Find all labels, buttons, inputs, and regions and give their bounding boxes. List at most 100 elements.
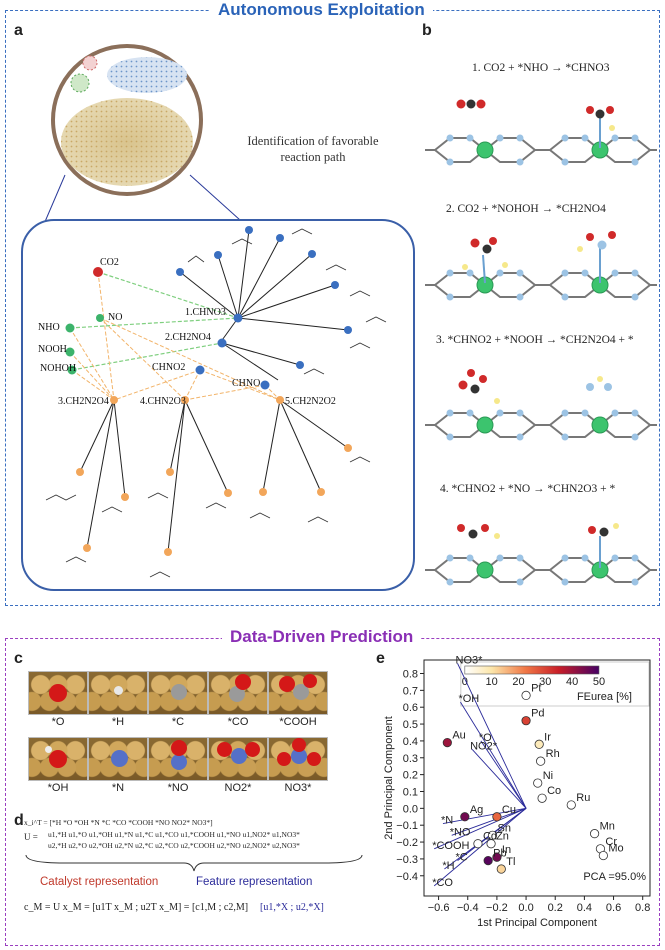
node-label-nohoh: NOHOH xyxy=(40,363,77,374)
label-no2: NO2* xyxy=(224,782,252,794)
label-oh: *OH xyxy=(47,782,69,794)
node-label-no: NO xyxy=(108,312,123,323)
metal-label: Ag xyxy=(470,804,483,816)
node-label-chno: CHNO xyxy=(232,378,261,389)
loading-vector xyxy=(434,807,527,850)
x-tick-label: 0.8 xyxy=(635,902,650,914)
metal-point xyxy=(483,856,493,866)
metal-point xyxy=(496,864,506,874)
reaction-2: 2. CO2 + *NOHOH → *CH2NO4 xyxy=(446,203,606,215)
loading-label: NO3* xyxy=(456,654,484,666)
metal-point xyxy=(537,793,547,803)
metal-point xyxy=(598,850,608,861)
metal-label: In xyxy=(502,844,511,856)
equation-u2-row: u2,*H u2,*O u2,*OH u2,*N u2,*C u2,*CO u2… xyxy=(48,841,300,850)
metal-label: Au xyxy=(452,730,465,742)
metal-point xyxy=(566,800,576,810)
colorbar-tick-label: 0 xyxy=(462,676,468,688)
equation-u-vector: [u1,*X ; u2,*X] xyxy=(260,902,324,913)
y-tick-label: 0.1 xyxy=(403,786,418,798)
metal-label: Zn xyxy=(496,831,509,843)
metal-point xyxy=(521,690,531,701)
loading-label: *H xyxy=(442,860,454,872)
label-c: *C xyxy=(171,716,185,728)
metal-label: Co xyxy=(547,785,561,797)
panel-label-e: e xyxy=(376,650,385,667)
x-axis-label: 1st Principal Component xyxy=(477,917,597,929)
metal-point xyxy=(486,839,496,849)
node-label-ch2no4: 2.CH2NO4 xyxy=(165,332,211,343)
tile-co xyxy=(208,671,268,715)
loading-vector xyxy=(442,807,527,824)
metal-point xyxy=(492,812,502,822)
colorbar-tick-label: 10 xyxy=(486,676,498,688)
loading-vector xyxy=(451,807,527,836)
node-label-chno2: CHNO2 xyxy=(152,362,186,373)
loading-label: NO2* xyxy=(470,740,498,752)
metal-point xyxy=(460,812,470,822)
x-tick-label: −0.6 xyxy=(428,902,450,914)
section-title-autonomous: Autonomous Exploitation xyxy=(210,0,433,20)
loading-label: *C xyxy=(456,852,468,864)
x-tick-label: −0.2 xyxy=(486,902,508,914)
label-n: *N xyxy=(111,782,125,794)
x-tick-label: 0.0 xyxy=(518,902,533,914)
brace-graphic xyxy=(25,854,363,872)
label-no3: NO3* xyxy=(284,782,312,794)
tile-oh xyxy=(28,737,88,781)
y-tick-label: 0.5 xyxy=(403,719,418,731)
section-title-data-driven: Data-Driven Prediction xyxy=(222,627,422,647)
metal-label: Cd xyxy=(483,831,497,843)
pca-annotation: PCA =95.0% xyxy=(583,871,646,883)
adsorption-structures xyxy=(425,99,657,587)
equation-u-label: U = xyxy=(24,832,38,842)
metal-label: Tl xyxy=(506,856,515,868)
loading-label: *NO xyxy=(450,826,471,838)
metal-point xyxy=(473,839,483,849)
metal-label: Mn xyxy=(600,821,615,833)
reaction-network-illustration xyxy=(21,44,415,591)
metal-point xyxy=(534,739,544,749)
y-tick-label: 0.4 xyxy=(403,736,418,748)
colorbar-tick-label: 50 xyxy=(593,676,605,688)
metal-label: Ru xyxy=(576,792,590,804)
y-tick-label: −0.4 xyxy=(396,871,418,883)
node-label-chn2o3: 4.CHN2O3 xyxy=(140,396,186,407)
loading-vector xyxy=(471,749,527,809)
colorbar-label: FEurea [%] xyxy=(577,691,632,703)
y-tick-label: −0.2 xyxy=(396,837,418,849)
colorbar-tick-label: 30 xyxy=(539,676,551,688)
tile-o xyxy=(28,671,88,715)
metal-label: Ni xyxy=(543,770,553,782)
metal-point xyxy=(442,738,452,748)
y-tick-label: 0.3 xyxy=(403,753,418,765)
label-h: *H xyxy=(111,716,125,728)
metal-point xyxy=(533,778,543,788)
metal-label: Ir xyxy=(544,731,551,743)
loading-label: *OH xyxy=(458,693,479,705)
metal-point xyxy=(492,852,502,862)
node-label-co2: CO2 xyxy=(100,257,119,268)
y-tick-label: 0.7 xyxy=(403,685,418,697)
loading-label: *O xyxy=(479,732,492,744)
loading-label: *N xyxy=(441,815,453,827)
node-label-nooh: NOOH xyxy=(38,344,67,355)
equation-u1-row: u1,*H u1,*O u1,*OH u1,*N u1,*C u1,*CO u1… xyxy=(48,830,300,839)
metal-label: Sn xyxy=(498,822,511,834)
metal-label: Mo xyxy=(608,843,623,855)
node-label-ch2n2o2: 5.CH2N2O2 xyxy=(285,396,336,407)
tile-h xyxy=(88,671,148,715)
loading-label: *CO xyxy=(432,877,453,889)
loading-label: *COOH xyxy=(432,840,469,852)
label-co: *CO xyxy=(227,716,249,728)
metal-point xyxy=(536,756,546,766)
panel-label-c: c xyxy=(14,650,23,667)
panel-label-a: a xyxy=(14,22,23,39)
loading-vector xyxy=(457,663,527,809)
x-tick-label: 0.6 xyxy=(606,902,621,914)
equation-xi: x_i^T = [*H *O *OH *N *C *CO *COOH *NO N… xyxy=(24,818,213,827)
x-tick-label: −0.4 xyxy=(457,902,479,914)
x-tick-label: 0.4 xyxy=(577,902,592,914)
reaction-4: 4. *CHNO2 + *NO → *CHN2O3 + * xyxy=(440,483,616,495)
